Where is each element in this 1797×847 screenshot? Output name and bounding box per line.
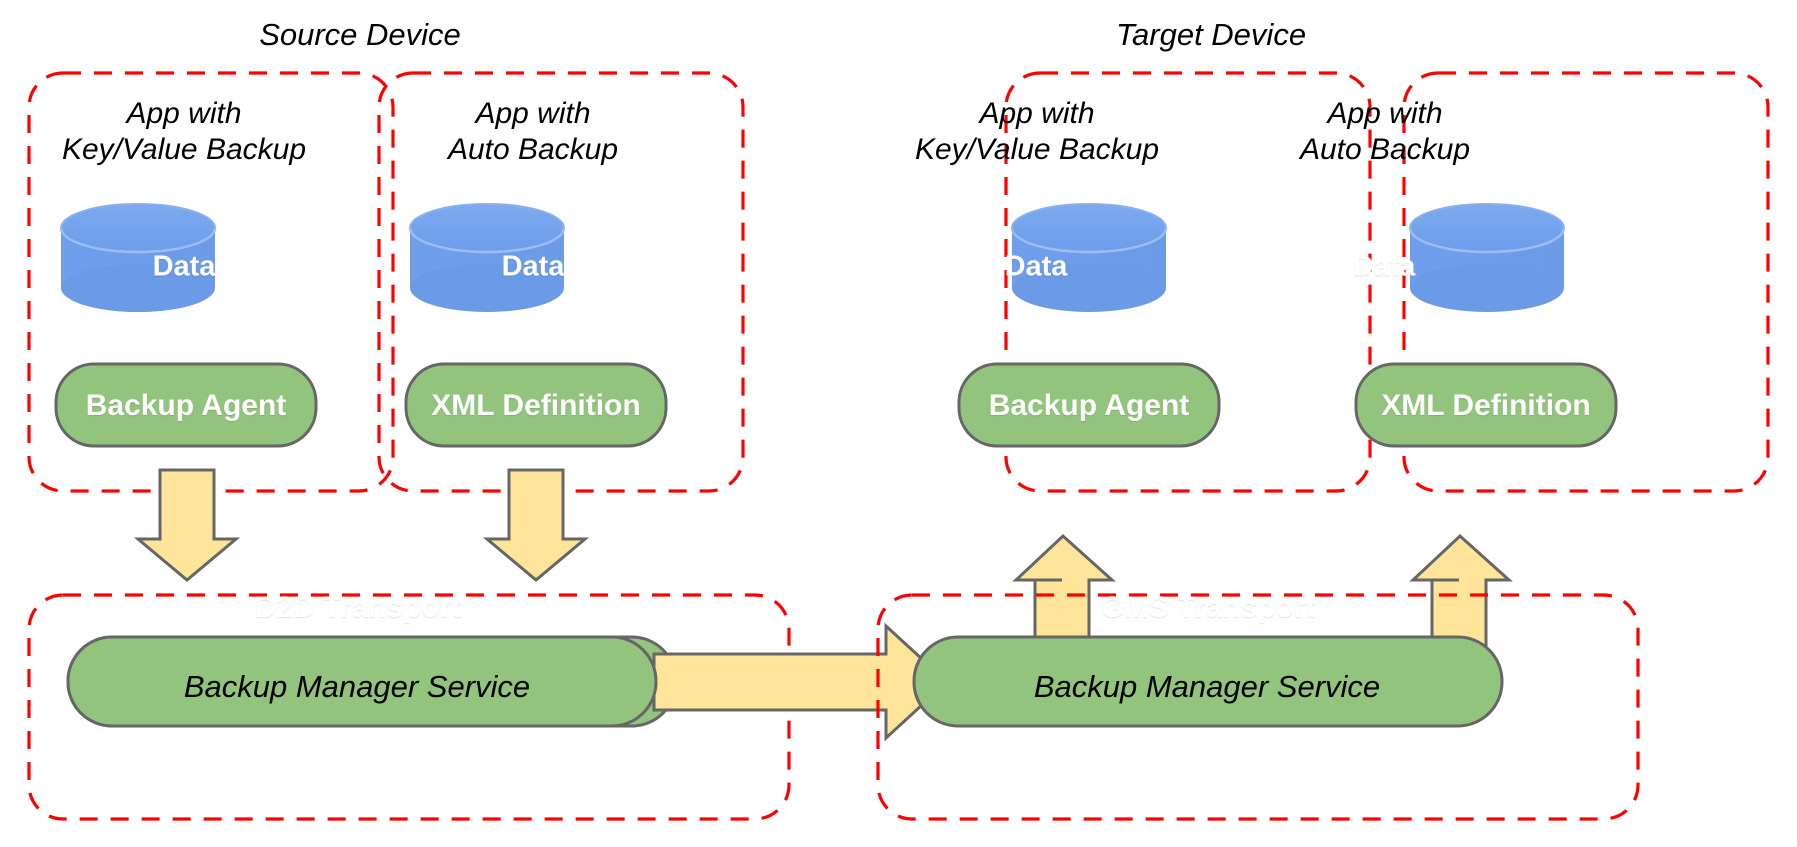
backup-agent-pill-source bbox=[54, 362, 318, 448]
up-arrow-target-kv bbox=[1012, 533, 1116, 650]
target-device-title: Target Device bbox=[1115, 17, 1307, 52]
data-label-target-auto: Data bbox=[1352, 250, 1416, 283]
app-group-label-target-kv: App with Key/Value Backup bbox=[914, 97, 1160, 166]
backup-agent-label-source: Backup Agent bbox=[85, 389, 287, 422]
xml-definition-label-source: XML Definition bbox=[431, 389, 641, 422]
data-label-source-kv: Data bbox=[152, 250, 216, 283]
data-label-target-kv: Data bbox=[1004, 250, 1068, 283]
up-arrow-target-auto bbox=[1409, 533, 1513, 650]
d2d-transport-pill-overlay bbox=[66, 635, 658, 728]
gms-transport-pill bbox=[912, 635, 1504, 728]
xml-definition-pill-source bbox=[404, 362, 668, 448]
gms-transport-label: GMS Transport bbox=[1100, 591, 1316, 624]
backup-manager-service-label-source: Backup Manager Service bbox=[183, 669, 531, 704]
inter-device-right-arrow bbox=[652, 622, 950, 742]
backup-agent-pill-target bbox=[957, 362, 1221, 448]
source-device-title: Source Device bbox=[259, 17, 461, 52]
app-group-border-target-auto bbox=[1402, 71, 1770, 493]
data-label-source-auto: Data bbox=[501, 250, 565, 283]
d2d-transport-label: D2D Transport bbox=[254, 591, 462, 624]
app-group-label-target-auto: App with Auto Backup bbox=[1299, 97, 1471, 166]
backup-manager-service-border-target bbox=[876, 593, 1640, 821]
data-cylinder-target-auto bbox=[1408, 203, 1566, 312]
backup-manager-service-label-target: Backup Manager Service bbox=[1033, 669, 1381, 704]
data-cylinder-target-kv bbox=[1010, 203, 1168, 312]
xml-definition-pill-target bbox=[1354, 362, 1618, 448]
data-cylinder-source-auto bbox=[408, 203, 566, 312]
app-group-label-source-kv: App with Key/Value Backup bbox=[61, 97, 307, 166]
down-arrow-source-auto bbox=[482, 468, 590, 582]
backup-agent-label-target: Backup Agent bbox=[988, 389, 1190, 422]
data-cylinder-source-kv bbox=[59, 203, 217, 312]
xml-definition-label-target: XML Definition bbox=[1381, 389, 1591, 422]
app-group-border-target-kv bbox=[1004, 71, 1372, 493]
down-arrow-source-kv bbox=[133, 468, 241, 582]
app-group-label-source-auto: App with Auto Backup bbox=[447, 97, 619, 166]
